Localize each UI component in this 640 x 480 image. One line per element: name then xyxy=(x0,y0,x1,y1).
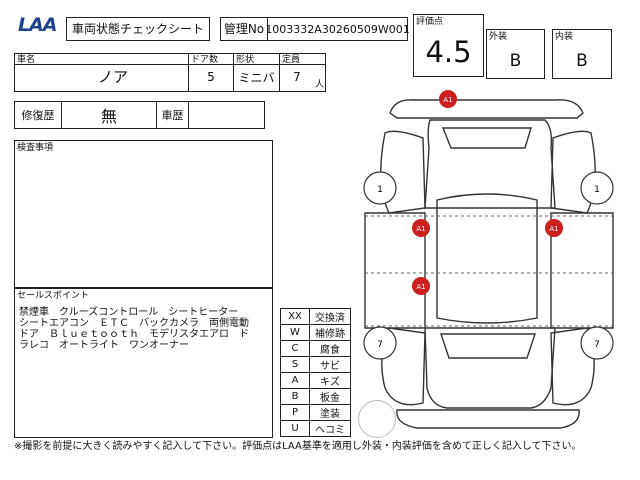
car-history-label: 車歴 xyxy=(157,102,189,128)
rear-body-shape xyxy=(424,327,556,409)
tire-front-left: 1 xyxy=(363,171,397,205)
interior-box: 内装 B xyxy=(552,29,612,79)
sheet-title: 車両状態チェックシート xyxy=(66,17,210,41)
damage-label: A1 xyxy=(416,283,425,291)
windshield-shape xyxy=(441,127,532,149)
damage-label: A1 xyxy=(416,225,425,233)
shape-value: ミニバ xyxy=(238,70,275,85)
tire-rear-right: 7 xyxy=(580,326,614,360)
capacity-unit: 人 xyxy=(315,80,325,90)
legend-desc: 板金 xyxy=(309,388,351,405)
legend-code: U xyxy=(280,420,310,437)
right-side-shape xyxy=(550,212,614,329)
mgmt-no-value: 1003332A30260509W001 xyxy=(265,17,410,41)
exterior-label: 外装 xyxy=(489,32,508,42)
tire-label: 1 xyxy=(377,185,383,195)
repair-history-row: 修復歴 無 車歴 xyxy=(14,101,265,129)
legend-code: S xyxy=(280,356,310,373)
legend-code: B xyxy=(280,388,310,405)
damage-mark-front: A1 xyxy=(439,90,457,108)
rear-window-shape xyxy=(440,333,536,359)
capacity-label: 定員 xyxy=(282,55,301,65)
score-box: 評価点 4.5 xyxy=(413,14,484,77)
shape-label: 形状 xyxy=(236,55,255,65)
interior-label: 内装 xyxy=(555,32,574,42)
score-label: 評価点 xyxy=(416,17,444,27)
legend-desc: 交換済 xyxy=(309,308,351,325)
repair-value: 無 xyxy=(62,102,157,128)
car-name-value: ノア xyxy=(97,67,128,86)
sales-points-box: セールスポイント 禁煙車 クルーズコントロール シートヒーター シートエアコン … xyxy=(14,288,273,438)
legend-desc: ヘコミ xyxy=(309,420,351,437)
legend-code: P xyxy=(280,404,310,421)
roof-shape xyxy=(436,193,538,324)
damage-mark-right-door: A1 xyxy=(545,219,563,237)
front-bumper-shape xyxy=(389,99,584,119)
footer-note: ※撮影を前提に大きく読みやすく記入して下さい。評価点はLAA基準を適用し外装・内… xyxy=(14,441,582,452)
tire-front-right: 1 xyxy=(580,171,614,205)
damage-mark-roof: A1 xyxy=(412,277,430,295)
legend-code: C xyxy=(280,340,310,357)
inspection-box: 検査事項 xyxy=(14,140,273,288)
tire-rear-left: 7 xyxy=(363,326,397,360)
rear-bumper-shape xyxy=(396,409,580,429)
tire-label: 7 xyxy=(377,340,383,350)
legend-desc: サビ xyxy=(309,356,351,373)
damage-label: A1 xyxy=(443,96,452,104)
stamp-circle xyxy=(358,400,396,438)
legend-code: W xyxy=(280,324,310,341)
sales-points-label: セールスポイント xyxy=(17,291,90,301)
car-history-value xyxy=(190,102,264,128)
tire-label: 7 xyxy=(594,340,600,350)
sales-points-text: 禁煙車 クルーズコントロール シートヒーター シートエアコン ＥＴＣ バックカメ… xyxy=(19,307,249,351)
legend-code: XX xyxy=(280,308,310,325)
legend-desc: キズ xyxy=(309,372,351,389)
car-name-label: 車名 xyxy=(17,55,36,65)
score-value: 4.5 xyxy=(425,35,472,69)
damage-label: A1 xyxy=(549,225,558,233)
doors-value: 5 xyxy=(207,70,215,84)
tire-label: 1 xyxy=(594,185,600,195)
car-diagram: 1 1 7 7 A1 A1 A1 A1 xyxy=(363,90,614,429)
damage-mark-left-door: A1 xyxy=(412,219,430,237)
repair-label: 修復歴 xyxy=(15,102,62,128)
legend-code: A xyxy=(280,372,310,389)
legend-desc: 腐食 xyxy=(309,340,351,357)
exterior-value: B xyxy=(509,51,522,71)
capacity-value: 7 xyxy=(293,70,301,84)
doors-label: ドア数 xyxy=(191,55,219,65)
legend-desc: 補修跡 xyxy=(309,324,351,341)
mgmt-no-label: 管理No xyxy=(220,17,268,41)
laa-logo: LAA xyxy=(18,14,58,36)
exterior-box: 外装 B xyxy=(486,29,545,79)
vehicle-row: 車名 ノア ドア数 5 形状 ミニバ 定員 7 人 xyxy=(14,53,326,92)
inspection-label: 検査事項 xyxy=(17,143,54,153)
legend-desc: 塗装 xyxy=(309,404,351,421)
interior-value: B xyxy=(576,51,588,71)
